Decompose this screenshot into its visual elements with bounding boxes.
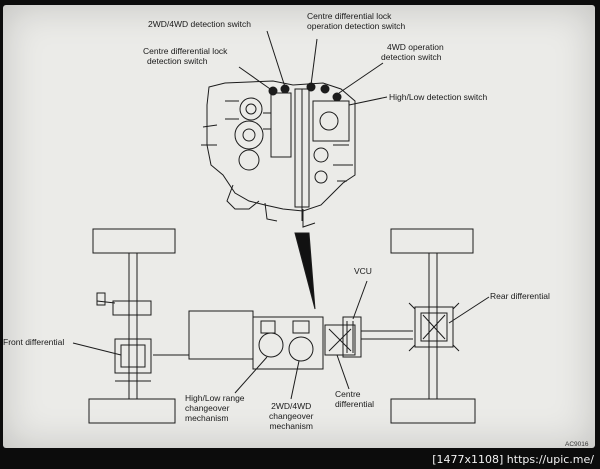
component-leaders (72, 280, 490, 400)
label-vcu: VCU (354, 266, 372, 276)
drivetrain-diagram (72, 30, 490, 424)
label-high-low-range: High/Low range changeover mechanism (185, 393, 245, 423)
label-2wd4wd-changeover: 2WD/4WD changeover mechanism (269, 401, 314, 431)
watermark-text: [1477x1108] https://upic.me/ (432, 453, 594, 466)
footer-bar: [1477x1108] https://upic.me/ (0, 448, 600, 469)
label-rear-differential: Rear differential (490, 291, 550, 301)
transfer-case-drawing (201, 80, 356, 228)
switch-leaders (238, 30, 388, 106)
label-2wd4wd-switch: 2WD/4WD detection switch (148, 19, 251, 29)
label-front-differential: Front differential (3, 337, 65, 347)
figure-code: AC9016 (565, 441, 589, 448)
label-centre-diff-lock-operation: Centre differential lock operation detec… (307, 11, 406, 31)
manual-page: 2WD/4WD detection switch Centre differen… (3, 5, 595, 448)
label-4wd-operation-switch: 4WD operation detection switch (381, 42, 444, 62)
label-centre-diff-lock-detection: Centre differential lock detection switc… (143, 46, 228, 66)
label-high-low-switch: High/Low detection switch (389, 92, 488, 102)
label-centre-differential: Centre differential (335, 389, 375, 409)
pointer-wedge (294, 232, 316, 310)
chassis-drawing (88, 228, 476, 424)
